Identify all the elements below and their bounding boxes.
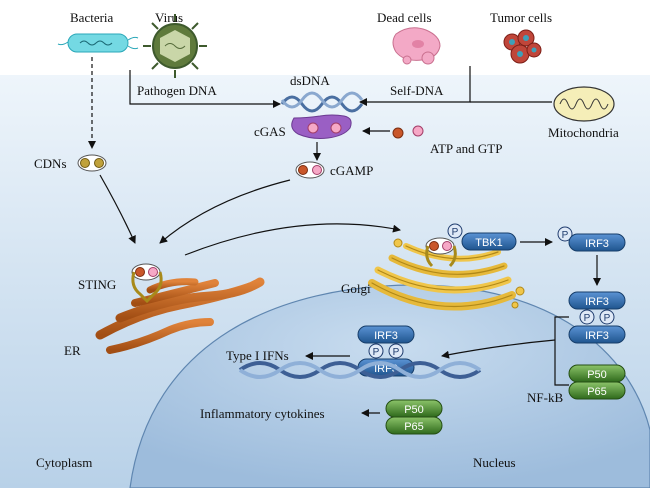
- er-label: ER: [64, 343, 81, 358]
- svg-text:P50: P50: [404, 404, 424, 416]
- sting-golgi-icon: [425, 237, 457, 268]
- svg-text:P: P: [604, 313, 611, 324]
- sting-label: STING: [78, 277, 116, 292]
- golgi-label: Golgi: [341, 281, 371, 296]
- cdns-label: CDNs: [34, 156, 67, 171]
- svg-text:P50: P50: [587, 369, 607, 381]
- virus-icon: [143, 14, 207, 78]
- pathogen-dna-label: Pathogen DNA: [137, 83, 217, 98]
- cgamp-molecule-icon: [295, 161, 325, 179]
- irf3-dimer-cytoplasm: IRF3 P P IRF3: [568, 291, 626, 344]
- atp-gtp-label: ATP and GTP: [430, 141, 502, 156]
- bacteria-label: Bacteria: [70, 10, 114, 25]
- tumor-cells-label: Tumor cells: [490, 10, 552, 25]
- dsdna-label: dsDNA: [290, 73, 330, 88]
- er-organelle-icon: [95, 277, 265, 354]
- transcription-factors-bracket: [554, 316, 569, 386]
- golgi-vesicle: [515, 286, 525, 296]
- golgi-vesicle: [393, 238, 403, 248]
- svg-text:P: P: [373, 347, 380, 358]
- svg-text:P65: P65: [404, 421, 424, 433]
- nucleus-label: Nucleus: [473, 455, 516, 470]
- phospho-badge: P: [557, 226, 573, 242]
- nfkb-complex-nucleus: P50 P65: [385, 399, 443, 435]
- sting-dimer-icon: [131, 263, 163, 304]
- cytoplasm-label: Cytoplasm: [36, 455, 92, 470]
- mitochondria-icon: [553, 86, 615, 122]
- tumor-cells-icon: [503, 29, 542, 64]
- dead-cells-label: Dead cells: [377, 10, 432, 25]
- type1-ifns-label: Type I IFNs: [226, 348, 289, 363]
- cgamp-label: cGAMP: [330, 163, 373, 178]
- virus-label: Virus: [155, 10, 183, 25]
- dead-cells-icon: [392, 27, 441, 65]
- svg-text:P: P: [584, 313, 591, 324]
- gtp-molecule: [412, 125, 424, 137]
- nfkb-complex-cytoplasm: P50 P65: [568, 364, 626, 400]
- cgas-label: cGAS: [254, 124, 286, 139]
- nuclear-dna-helix: [238, 361, 482, 379]
- svg-text:IRF3: IRF3: [585, 296, 609, 308]
- phospho-badge: P: [447, 223, 463, 239]
- svg-text:P: P: [393, 347, 400, 358]
- sting-to-golgi-arrow: [184, 223, 401, 256]
- irf3-protein: IRF3: [568, 233, 626, 252]
- nfkb-label: NF-kB: [527, 390, 563, 405]
- mitochondria-label: Mitochondria: [548, 125, 619, 140]
- svg-text:IRF3: IRF3: [585, 330, 609, 342]
- atp-molecule: [392, 127, 404, 139]
- svg-text:P65: P65: [587, 386, 607, 398]
- inflammatory-label: Inflammatory cytokines: [200, 406, 325, 421]
- cdns-to-sting-arrow: [99, 174, 136, 244]
- self-dna-label: Self-DNA: [390, 83, 444, 98]
- cgamp-to-sting-arrow: [159, 179, 291, 244]
- svg-text:P: P: [562, 230, 569, 241]
- svg-text:P: P: [452, 227, 459, 238]
- bacteria-icon: [57, 33, 139, 53]
- cdns-molecule-icon: [77, 154, 107, 172]
- golgi-organelle-icon: [368, 243, 516, 311]
- svg-text:IRF3: IRF3: [585, 238, 609, 250]
- dsdna-icon: [280, 91, 364, 113]
- to-nucleus-arrow: [441, 339, 556, 359]
- golgi-vesicle: [511, 301, 519, 309]
- svg-text:TBK1: TBK1: [475, 237, 503, 249]
- svg-text:IRF3: IRF3: [374, 330, 398, 342]
- pathogen-dna-arrow: [129, 70, 281, 108]
- tbk1-protein: TBK1: [461, 232, 517, 251]
- cgas-enzyme-icon: [291, 114, 352, 139]
